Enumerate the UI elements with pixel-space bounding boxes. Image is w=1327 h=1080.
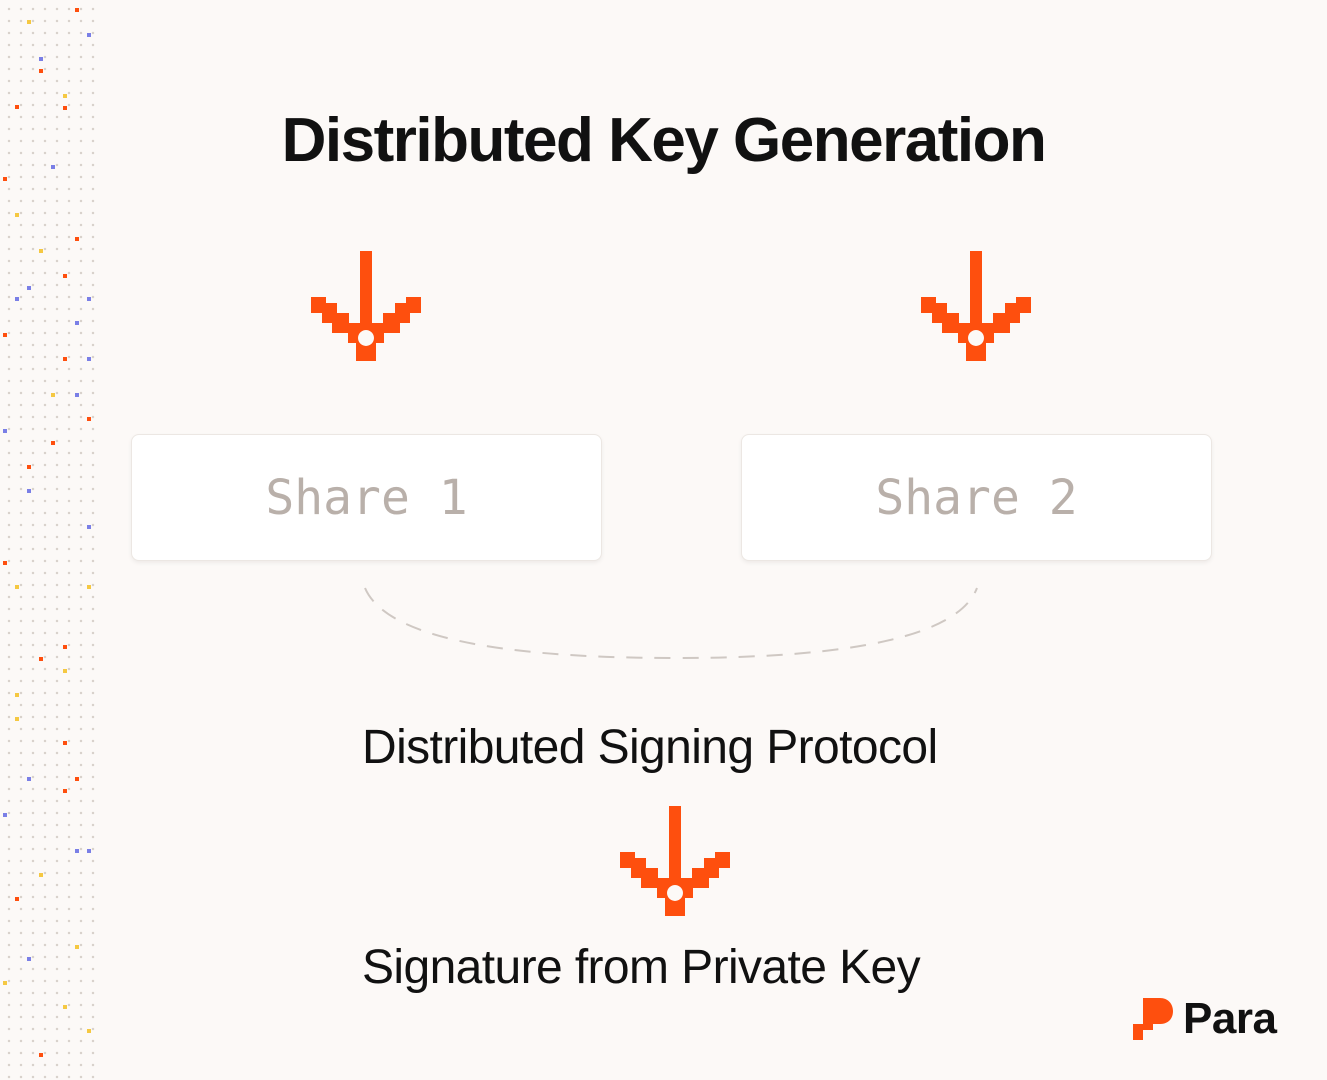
share-1-card: Share 1	[131, 434, 602, 561]
result-label: Signature from Private Key	[362, 941, 921, 994]
protocol-label: Distributed Signing Protocol	[362, 721, 938, 774]
brand-name: Para	[1183, 994, 1277, 1043]
down-arrow-icon	[921, 251, 1031, 361]
down-arrow-icon	[620, 806, 730, 916]
dashed-connector	[364, 587, 978, 660]
decorative-dot-pattern	[0, 0, 96, 1080]
diagram-title: Distributed Key Generation	[281, 106, 1047, 175]
down-arrow-icon	[311, 251, 421, 361]
para-logo-icon	[1133, 998, 1173, 1040]
share-2-card: Share 2	[741, 434, 1212, 561]
share-2-label: Share 2	[875, 469, 1078, 526]
share-1-label: Share 1	[265, 469, 468, 526]
brand-logo: Para	[1133, 994, 1277, 1044]
